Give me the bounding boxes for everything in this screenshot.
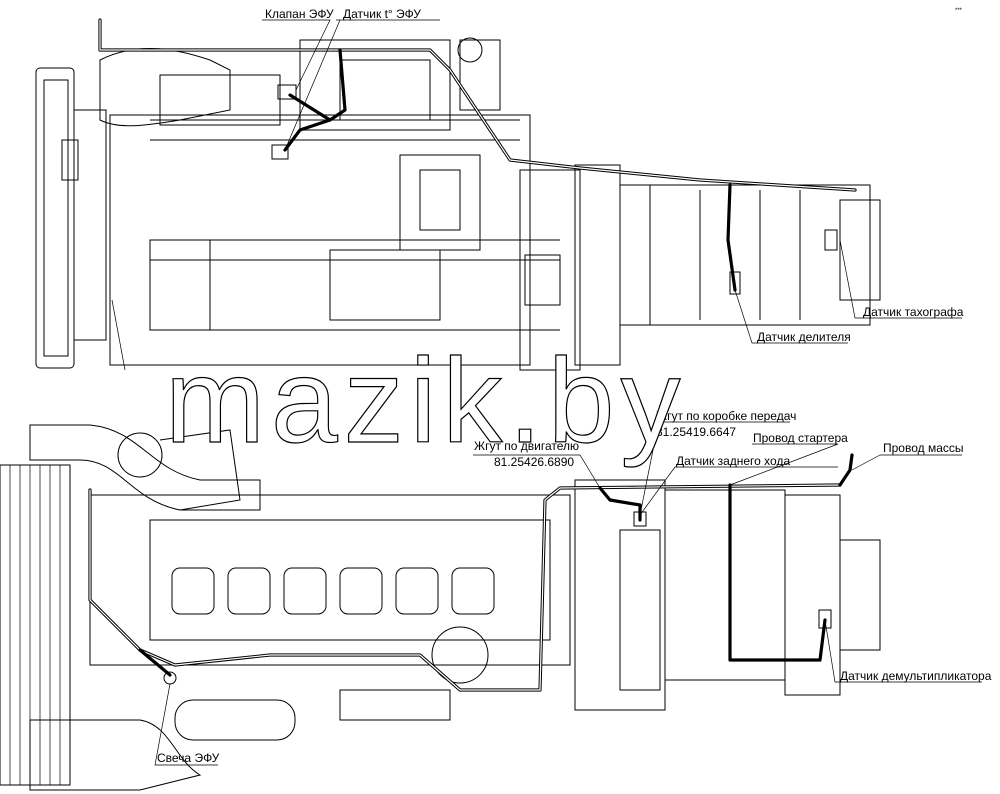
range-box <box>784 494 841 696</box>
cylinder-4 <box>339 567 383 615</box>
top-leaders <box>262 19 962 344</box>
oil-pan-side <box>329 249 441 321</box>
engine-ribs <box>150 119 560 331</box>
pulley-hub <box>61 139 79 181</box>
label-svecha-efu: Свеча ЭФУ <box>157 751 220 765</box>
label-datchik-demultiplikatora: Датчик демультипликатора <box>840 669 992 683</box>
gearbox-body <box>619 184 871 326</box>
top-engine-drawing <box>35 37 581 371</box>
label-zhgut-dvig: Жгут по двигателю <box>474 439 579 453</box>
pulley-housing <box>73 109 107 341</box>
radiator-fins <box>9 465 61 785</box>
cylinder-head-front <box>159 74 281 126</box>
efu-valve <box>277 84 297 100</box>
top-harness <box>98 18 857 295</box>
label-provod-startera: Провод стартера <box>753 431 848 445</box>
cylinder-head-rear <box>299 39 451 131</box>
injection-pump <box>399 154 481 251</box>
top-gearbox-drawing <box>574 164 881 366</box>
label-datchik-t-efu: Датчик t° ЭФУ <box>343 7 421 21</box>
lower-hose <box>29 719 202 791</box>
oil-filter <box>431 626 489 684</box>
label-klapan-efu: Клапан ЭФУ <box>265 7 334 21</box>
label-zhgut-kpp: Жгут по коробке передач <box>656 409 796 423</box>
divider-sensor <box>729 271 741 295</box>
turbo-outlet <box>159 429 241 511</box>
label-zhgut-dvig-num: 81.25426.6890 <box>494 455 574 469</box>
efu-temp-sensor <box>271 144 289 160</box>
bottom-engine-drawing <box>0 424 881 791</box>
lower-crossmember <box>339 689 451 721</box>
tachograph-sensor-body <box>824 229 838 251</box>
gearbox-rear-flange <box>839 199 881 301</box>
output-flange <box>839 539 881 651</box>
reverse-sensor <box>633 511 647 527</box>
cylinder-5 <box>395 567 439 615</box>
shift-mechanism <box>619 529 661 691</box>
watermark-text: mazik.by <box>165 334 686 468</box>
cylinder-3 <box>283 567 327 615</box>
flywheel-window <box>524 254 561 306</box>
demultiplier-sensor <box>818 609 832 629</box>
turbo-housing <box>117 432 163 478</box>
intake-pipe <box>99 48 231 127</box>
gearbox-ribs <box>649 185 801 325</box>
label-datchik-zadnego-hoda: Датчик заднего хода <box>676 454 790 468</box>
filter-housing <box>459 39 501 111</box>
fan-inner <box>43 79 69 357</box>
filter-cap <box>457 37 483 63</box>
bracket-left <box>149 239 211 331</box>
label-provod-massy: Провод массы <box>883 441 964 455</box>
label-datchik-tahografa: Датчик тахографа <box>863 305 964 319</box>
bottom-gearbox-body <box>664 489 786 681</box>
label-datchik-delitelya: Датчик делителя <box>757 330 851 344</box>
cylinder-1 <box>171 567 215 615</box>
cylinder-6 <box>451 567 495 615</box>
cylinder-bank <box>149 519 551 641</box>
label-zhgut-kpp-num: 81.25419.6647 <box>656 425 736 439</box>
injection-pump-inner <box>419 169 461 231</box>
bottom-leaders <box>154 421 982 766</box>
air-intake-box <box>174 699 296 741</box>
radiator <box>0 464 71 786</box>
corner-mark: *** <box>955 8 963 14</box>
valve-cover <box>339 59 431 121</box>
belt-spring <box>111 299 126 371</box>
cylinder-2 <box>227 567 271 615</box>
flywheel-housing <box>519 169 581 371</box>
